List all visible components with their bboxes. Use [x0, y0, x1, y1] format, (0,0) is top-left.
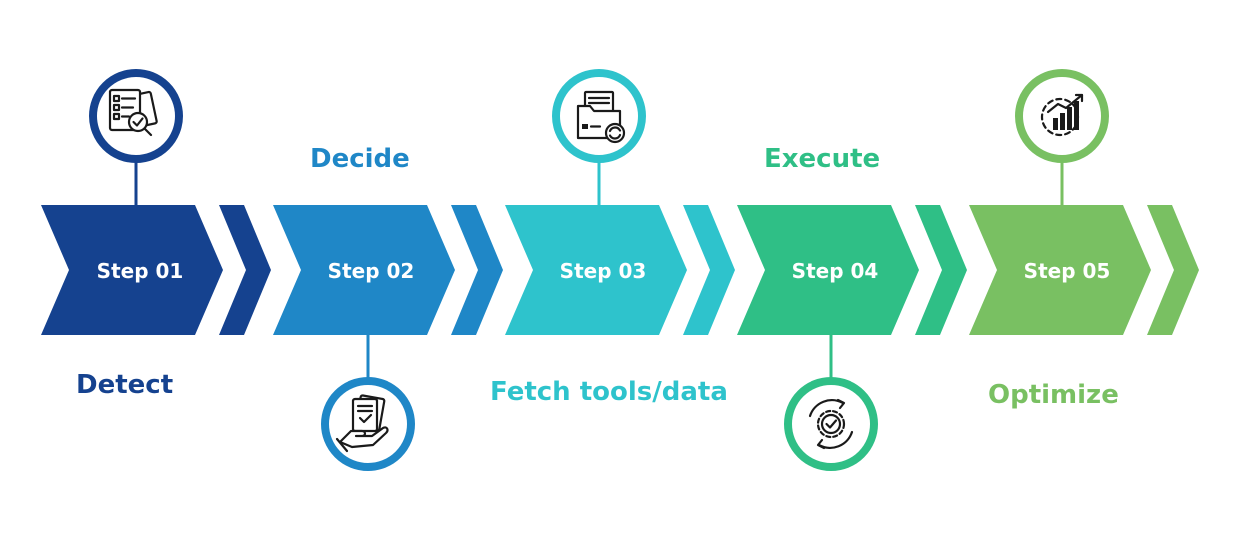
step-05-label: Step 05	[1024, 259, 1111, 283]
gear-check-icon	[808, 398, 854, 450]
step-04-arrow	[737, 205, 919, 335]
phase-label-execute: Execute	[764, 144, 881, 174]
step-05-arrow	[969, 205, 1151, 335]
step-02-arrow	[273, 205, 455, 335]
folder-sync-icon	[576, 90, 626, 144]
step-03-icon-badge	[552, 69, 646, 163]
step-03: Step 03	[505, 205, 735, 335]
step-03-label: Step 03	[560, 259, 647, 283]
step-01-arrow	[41, 205, 223, 335]
step-01-chevron	[219, 205, 271, 335]
phase-label-fetch-tools-data: Fetch tools/data	[490, 377, 728, 407]
step-02: Step 02	[273, 205, 503, 335]
step-02-icon-badge	[321, 377, 415, 471]
phase-label-decide: Decide	[310, 144, 410, 174]
step-01-icon-badge	[89, 69, 183, 163]
phase-label-optimize: Optimize	[988, 380, 1119, 410]
step-05-chevron	[1147, 205, 1199, 335]
step-04: Step 04	[737, 205, 967, 335]
step-05: Step 05	[969, 205, 1199, 335]
step-04-icon-badge	[784, 377, 878, 471]
step-02-label: Step 02	[328, 259, 415, 283]
gear-chart-icon	[1040, 93, 1084, 137]
step-02-chevron	[451, 205, 503, 335]
step-04-label: Step 04	[792, 259, 879, 283]
hand-document-icon	[335, 394, 389, 453]
step-04-chevron	[915, 205, 967, 335]
step-01: Step 01	[41, 205, 271, 335]
step-05-icon-badge	[1015, 69, 1109, 163]
step-03-arrow	[505, 205, 687, 335]
report-search-icon	[108, 88, 158, 137]
step-01-label: Step 01	[97, 259, 184, 283]
step-03-chevron	[683, 205, 735, 335]
phase-label-detect: Detect	[76, 370, 174, 400]
